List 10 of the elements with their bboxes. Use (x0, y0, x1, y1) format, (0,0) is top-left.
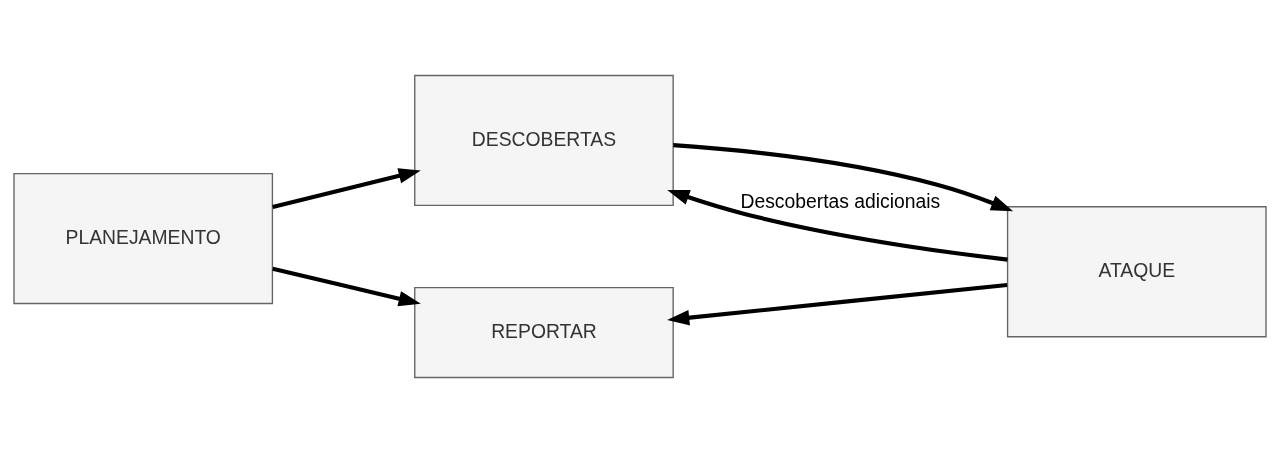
arrow (667, 282, 1008, 326)
arrow (272, 168, 421, 209)
arrow (667, 189, 1008, 262)
arrow (272, 266, 421, 307)
arrow (673, 143, 1014, 212)
node-box: REPORTAR (414, 286, 674, 379)
edge-label: Descobertas adicionais (740, 190, 941, 213)
node-box: DESCOBERTAS (414, 74, 674, 207)
node-box: ATAQUE (1006, 206, 1267, 338)
node-box: PLANEJAMENTO (13, 172, 274, 305)
